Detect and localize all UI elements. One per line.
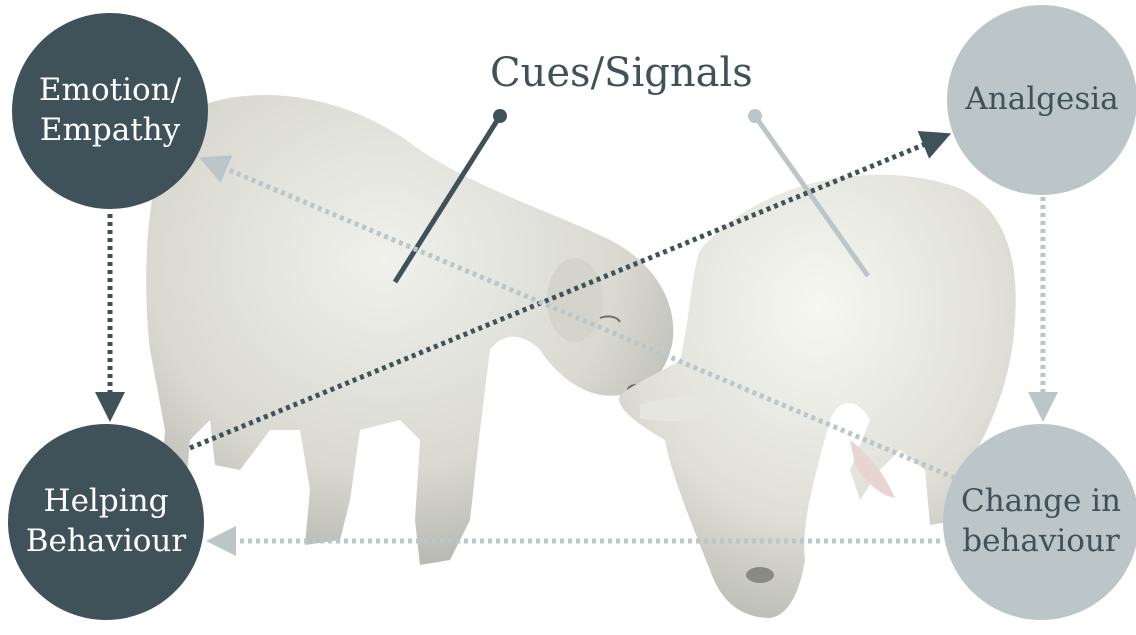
node-emotion-empathy: Emotion/ Empathy	[12, 13, 208, 209]
left-lamb	[146, 95, 673, 565]
node-change-line-2: behaviour	[961, 522, 1121, 562]
node-emotion-line-2: Empathy	[39, 111, 181, 151]
node-helping-behaviour: Helping Behaviour	[8, 424, 204, 620]
node-helping-line-1: Helping	[26, 482, 186, 522]
node-emotion-line-1: Emotion/	[39, 71, 181, 111]
node-helping-line-2: Behaviour	[26, 522, 186, 562]
node-analgesia-line-1: Analgesia	[965, 80, 1118, 120]
node-change-in-behaviour: Change in behaviour	[943, 424, 1136, 620]
cues-signals-label: Cues/Signals	[490, 50, 753, 96]
node-analgesia: Analgesia	[947, 5, 1136, 195]
node-change-line-1: Change in	[961, 482, 1121, 522]
